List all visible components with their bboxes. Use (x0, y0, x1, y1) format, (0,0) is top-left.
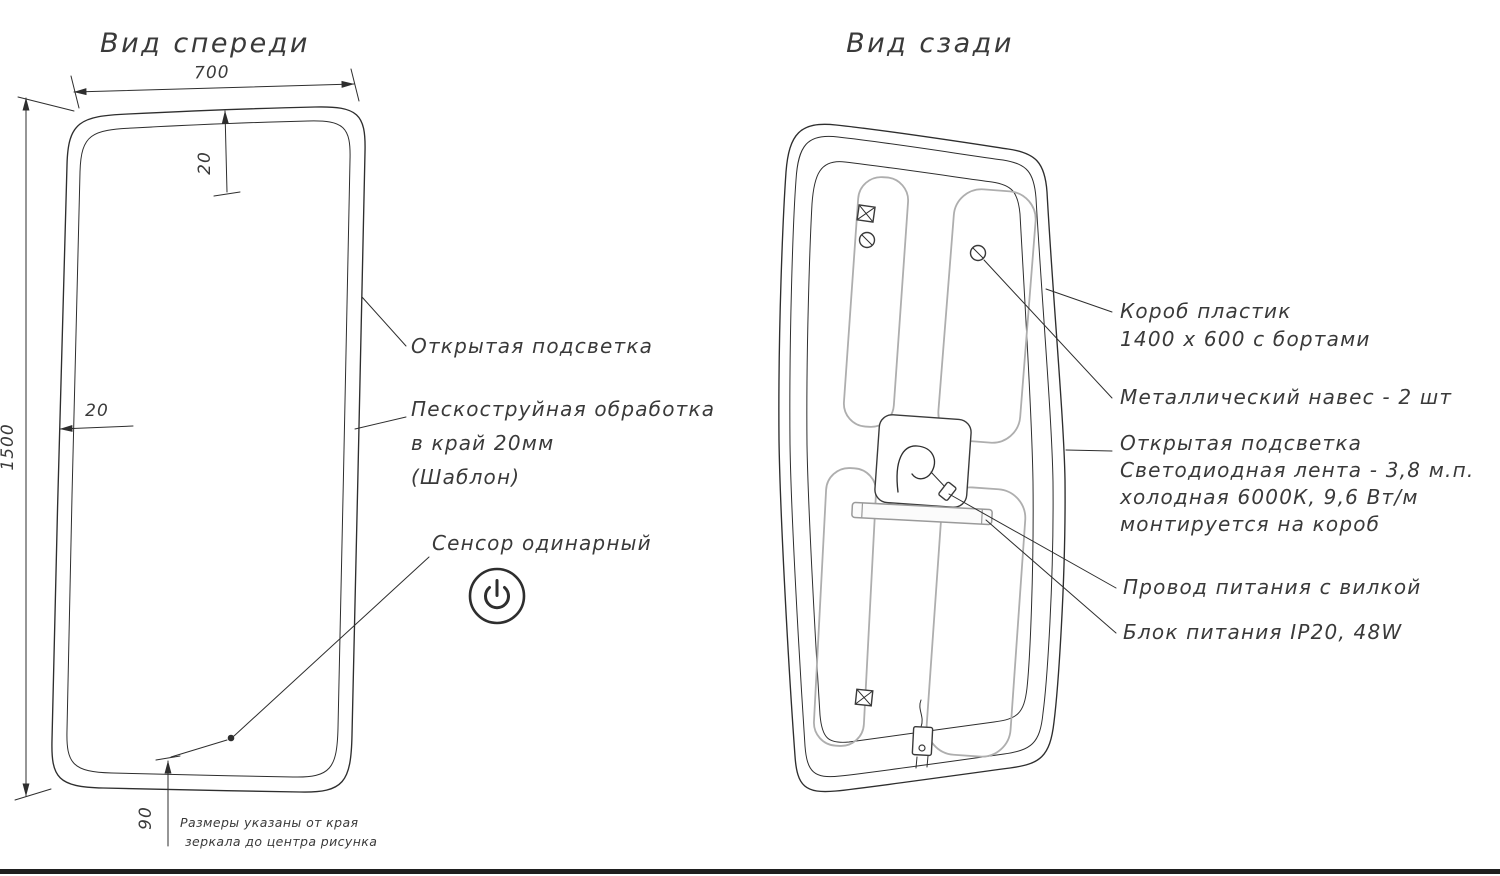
back-view-title: Вид сзади (846, 28, 1014, 59)
extension-line (14, 788, 52, 801)
screw-slot (972, 247, 984, 259)
mirror-outer-edge (51, 106, 366, 793)
leader-backlight (361, 296, 407, 347)
screw-top-right (969, 244, 987, 262)
dimension-20-top: 20 (195, 110, 241, 197)
plug-prongs (915, 755, 929, 769)
leader-cord (948, 493, 1117, 589)
label-power-cord: Провод питания с вилкой (1123, 575, 1421, 599)
back-view: Вид сзади (778, 28, 1474, 793)
note-line-1: Размеры указаны от края (180, 815, 359, 830)
label-power-supply: Блок питания IP20, 48W (1123, 620, 1402, 644)
label-sandblast-line-2: в край 20мм (411, 431, 554, 455)
led-strip-lower-right (925, 486, 1027, 758)
sensor-dot (227, 734, 235, 742)
dimension-20-side: 20 (59, 401, 134, 432)
dim-1500-label: 1500 (0, 423, 18, 470)
label-led-line-3: холодная 6000К, 9,6 Вт/м (1119, 485, 1419, 509)
connector-body (938, 481, 957, 501)
power-icon-ring (468, 567, 526, 625)
plug-body (911, 725, 934, 757)
label-sandblast-line-3: (Шаблон) (411, 465, 520, 489)
extension-line (350, 68, 360, 102)
junction-box (874, 414, 972, 508)
mounting-clip-bottom (854, 688, 874, 707)
leader-sensor (233, 556, 430, 737)
plug-detail (918, 744, 926, 752)
label-open-backlight: Открытая подсветка (411, 334, 653, 358)
label-led-line-2: Светодиодная лента - 3,8 м.п. (1120, 458, 1474, 482)
tick (155, 755, 181, 761)
tick (213, 191, 241, 197)
label-single-sensor: Сенсор одинарный (432, 531, 652, 555)
label-led-line-4: монтируется на короб (1120, 512, 1380, 536)
note-line-2: зеркала до центра рисунка (185, 834, 377, 849)
leader-sandblast (354, 416, 407, 430)
label-sandblast-line-1: Пескоструйная обработка (411, 397, 715, 421)
label-led-line-1: Открытая подсветка (1120, 431, 1362, 455)
dimension-line-20-top (221, 110, 229, 193)
leader-hanger (983, 259, 1113, 399)
bottom-power-plug (911, 699, 934, 769)
front-view: Вид спереди 700 20 1500 20 (0, 28, 715, 849)
leader-to-sensor-dot (170, 739, 228, 758)
led-strip-lower-left (813, 467, 877, 747)
back-box-edge (806, 161, 1034, 743)
power-plug-connector (930, 471, 957, 501)
screw-top-left (858, 231, 876, 249)
front-view-title: Вид спереди (100, 28, 310, 59)
dimension-line-700 (73, 80, 355, 96)
clip-cross (857, 205, 875, 222)
plug-cable (919, 699, 923, 728)
dimension-700: 700 (70, 63, 360, 109)
bottom-border (0, 869, 1500, 874)
leader-box (1045, 288, 1113, 313)
psu-bar (851, 501, 993, 526)
label-box-line-2: 1400 х 600 с бортами (1120, 327, 1371, 351)
mounting-clip-top (856, 204, 876, 223)
dimension-line-20-side (59, 425, 134, 432)
psu-body (851, 501, 993, 526)
dimension-90: 90 (136, 739, 228, 847)
cable-loop (896, 445, 936, 493)
dim-700-label: 700 (194, 63, 230, 84)
psu-end-cap (861, 502, 864, 518)
power-icon-arc (484, 586, 510, 610)
dim-20-side-label: 20 (85, 401, 109, 421)
led-strip-upper-right (937, 188, 1037, 444)
psu-end-cap (980, 509, 983, 525)
dim-90-label: 90 (136, 806, 156, 830)
led-strip-upper-left (842, 176, 910, 428)
label-box-line-1: Короб пластик (1120, 299, 1292, 323)
dim-20-top-label: 20 (195, 151, 215, 175)
leader-led (1065, 449, 1113, 452)
leader-psu (985, 519, 1117, 634)
led-strips (813, 176, 1037, 758)
power-sensor-icon (468, 567, 526, 625)
label-metal-hanger: Металлический навес - 2 шт (1120, 385, 1452, 409)
dimension-1500: 1500 (0, 96, 75, 801)
mirror-inner-edge (66, 120, 351, 778)
screw-slot (861, 234, 873, 246)
back-inner-edge (789, 135, 1054, 778)
clip-cross (855, 689, 873, 706)
back-outer-edge (778, 123, 1066, 793)
